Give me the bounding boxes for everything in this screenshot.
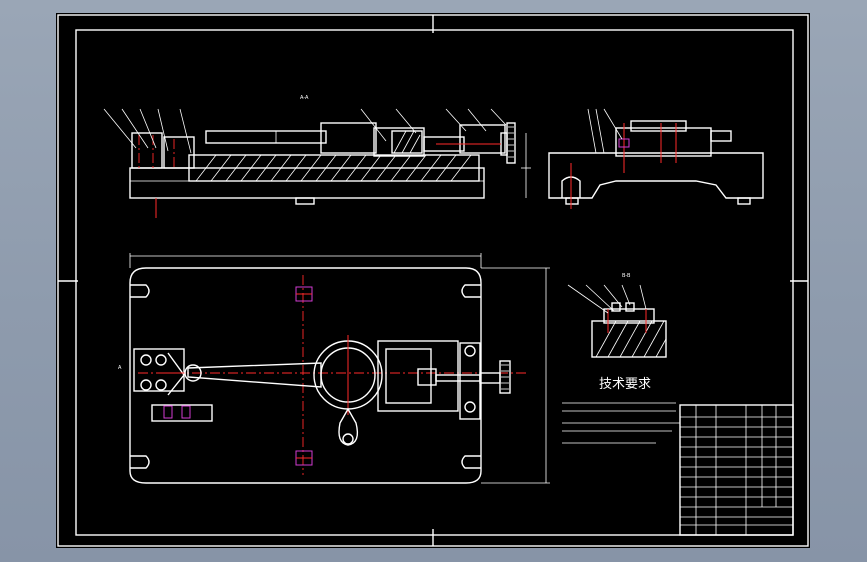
title-block [679,404,794,536]
section-bb-label: B-B [622,273,631,279]
detail-a-label: A [118,365,122,371]
sheet-border [57,14,809,547]
section-bb-view: B-B [567,273,667,358]
tech-req-title: 技术要求 [599,377,651,392]
hatch-front [195,154,472,182]
cad-viewport[interactable]: A-A [56,13,810,548]
plan-view: A [118,253,550,484]
side-view [548,108,764,209]
drawing-frame [75,29,794,536]
technical-requirements: 技术要求 [562,377,680,444]
section-aa-label: A-A [300,95,309,101]
front-section-view: A-A [103,95,531,218]
engineering-drawing: A-A [57,14,809,547]
